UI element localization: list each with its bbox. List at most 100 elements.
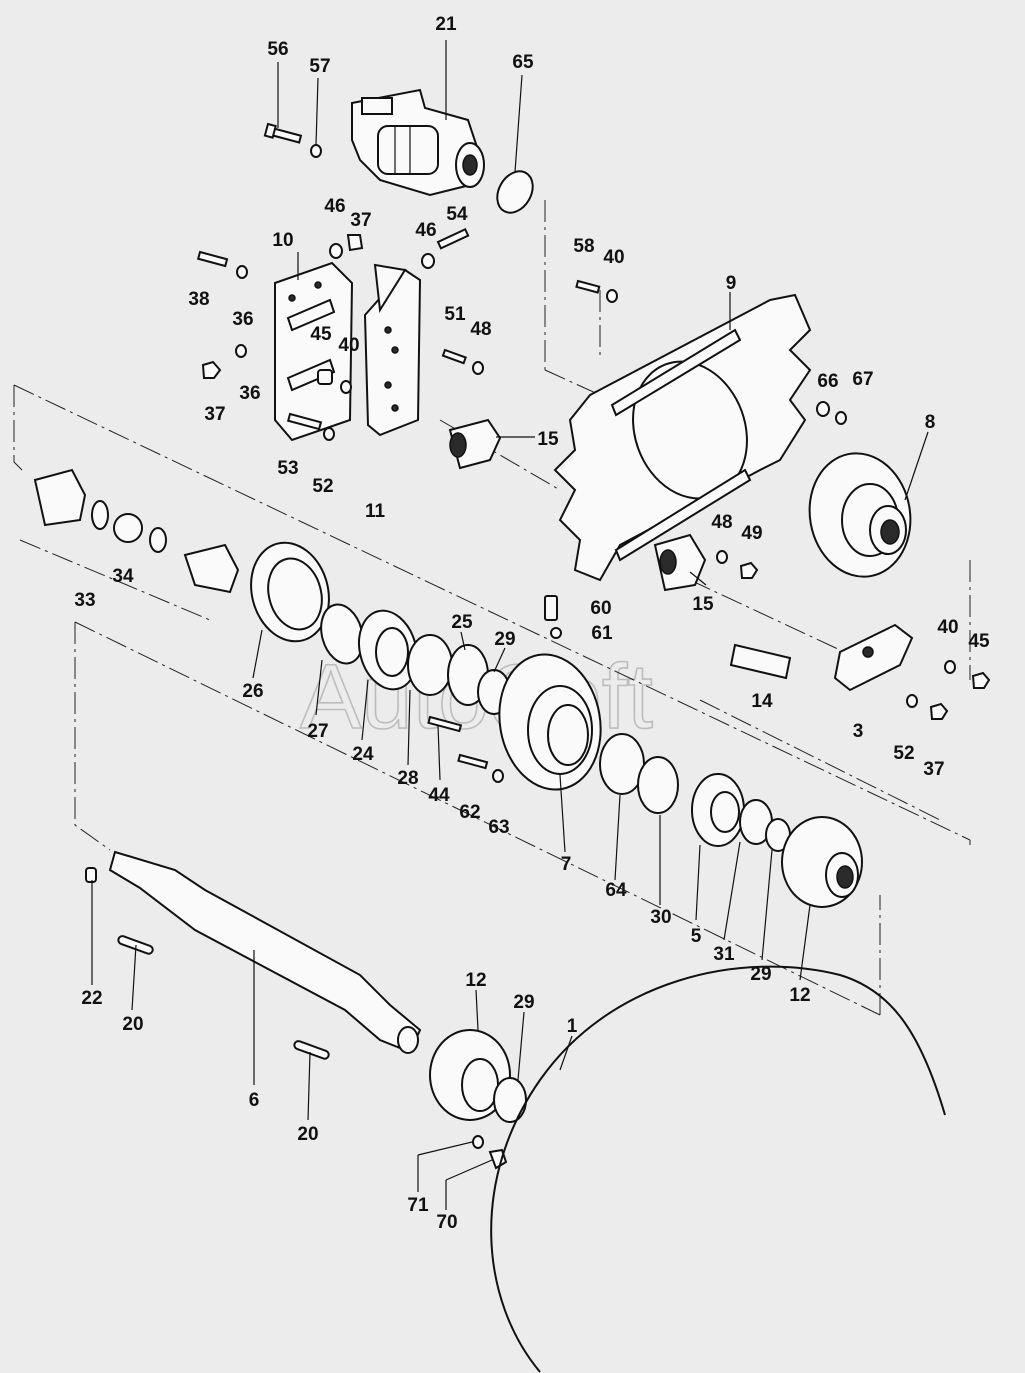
callout-22: 22 (81, 988, 102, 1009)
callout-37: 37 (923, 759, 944, 780)
callout-20: 20 (122, 1014, 143, 1035)
callout-6: 6 (249, 1090, 260, 1111)
callout-67: 67 (852, 369, 873, 390)
key-20b (293, 1040, 330, 1060)
callout-21: 21 (435, 14, 457, 35)
callout-66: 66 (817, 371, 838, 392)
callout-53: 53 (277, 458, 298, 479)
nut-37 (929, 702, 949, 720)
bearing-12a (781, 816, 863, 908)
callout-70: 70 (436, 1212, 457, 1233)
callout-38: 38 (188, 289, 209, 310)
callout-37: 37 (204, 404, 225, 425)
callout-26: 26 (242, 681, 263, 702)
callout-33: 33 (74, 590, 95, 611)
callout-37: 37 (350, 210, 371, 231)
nut-45 (971, 671, 991, 689)
bolts-44-60-62 (427, 595, 562, 783)
leader-lines (91, 40, 929, 1210)
callout-57: 57 (309, 56, 330, 77)
callout-12: 12 (465, 970, 486, 991)
bolt-56 (263, 122, 303, 144)
callout-54: 54 (446, 204, 468, 225)
callout-51: 51 (444, 304, 466, 325)
callout-34: 34 (112, 566, 134, 587)
callout-60: 60 (590, 598, 611, 619)
hydraulic-motor (351, 88, 485, 197)
callout-5: 5 (691, 926, 702, 947)
callout-15: 15 (692, 594, 714, 615)
callout-15: 15 (537, 429, 559, 450)
callout-9: 9 (726, 273, 737, 294)
circlip-30 (637, 756, 679, 814)
callout-20: 20 (297, 1124, 318, 1145)
callout-52: 52 (893, 743, 914, 764)
washer-67 (835, 411, 847, 425)
callout-49: 49 (741, 523, 762, 544)
callout-7: 7 (561, 854, 572, 875)
callout-14: 14 (751, 691, 773, 712)
bracket-hardware (196, 227, 618, 441)
bracket-10 (274, 261, 354, 442)
callout-28: 28 (397, 768, 418, 789)
washer-52 (906, 694, 918, 708)
callout-31: 31 (713, 944, 735, 965)
callout-52: 52 (312, 476, 333, 497)
callout-24: 24 (352, 744, 374, 765)
callout-64: 64 (605, 880, 627, 901)
bearing-5 (691, 773, 745, 847)
washer-40 (944, 660, 956, 674)
callout-11: 11 (365, 501, 386, 522)
plate-11 (363, 263, 422, 437)
frame-plate-9 (553, 293, 812, 582)
seal-26 (250, 541, 330, 643)
callout-48: 48 (470, 319, 491, 340)
callout-44: 44 (428, 785, 450, 806)
callout-58: 58 (573, 236, 594, 257)
callout-1: 1 (567, 1016, 578, 1037)
callout-56: 56 (267, 39, 288, 60)
callout-36: 36 (232, 309, 253, 330)
callout-29: 29 (494, 629, 515, 650)
washer-48 (716, 550, 728, 564)
callout-62: 62 (459, 802, 480, 823)
bolt-66 (816, 401, 830, 417)
spacer-28 (407, 634, 453, 696)
callout-10: 10 (272, 230, 293, 251)
callout-46: 46 (324, 196, 345, 217)
drum-1 (490, 965, 946, 1373)
callout-61: 61 (591, 623, 613, 644)
callout-36: 36 (239, 383, 260, 404)
callout-40: 40 (338, 335, 359, 356)
callout-63: 63 (488, 817, 509, 838)
callout-45: 45 (968, 631, 990, 652)
coupling-33 (33, 468, 240, 594)
key-22 (85, 867, 97, 883)
callout-40: 40 (937, 617, 958, 638)
callout-30: 30 (650, 907, 671, 928)
callout-3: 3 (853, 721, 864, 742)
bearing-12b (429, 1029, 511, 1121)
callout-48: 48 (711, 512, 732, 533)
circlip-29c (493, 1077, 527, 1123)
shaft-6 (108, 850, 422, 1054)
hub-8 (808, 452, 912, 578)
washer-71 (472, 1135, 484, 1149)
plate-3 (833, 623, 914, 692)
callout-12: 12 (789, 985, 810, 1006)
key-20a (117, 935, 154, 955)
callout-45: 45 (310, 324, 332, 345)
washer-57 (310, 144, 322, 158)
callout-25: 25 (451, 612, 473, 633)
housing-7 (498, 653, 602, 791)
assembly-axis-lines (13, 200, 971, 1016)
callout-71: 71 (407, 1195, 429, 1216)
callout-40: 40 (603, 247, 624, 268)
rubber-mount-15b (653, 533, 707, 592)
rubber-mount-15a (448, 418, 502, 470)
callout-65: 65 (512, 52, 534, 73)
callout-8: 8 (925, 412, 936, 433)
